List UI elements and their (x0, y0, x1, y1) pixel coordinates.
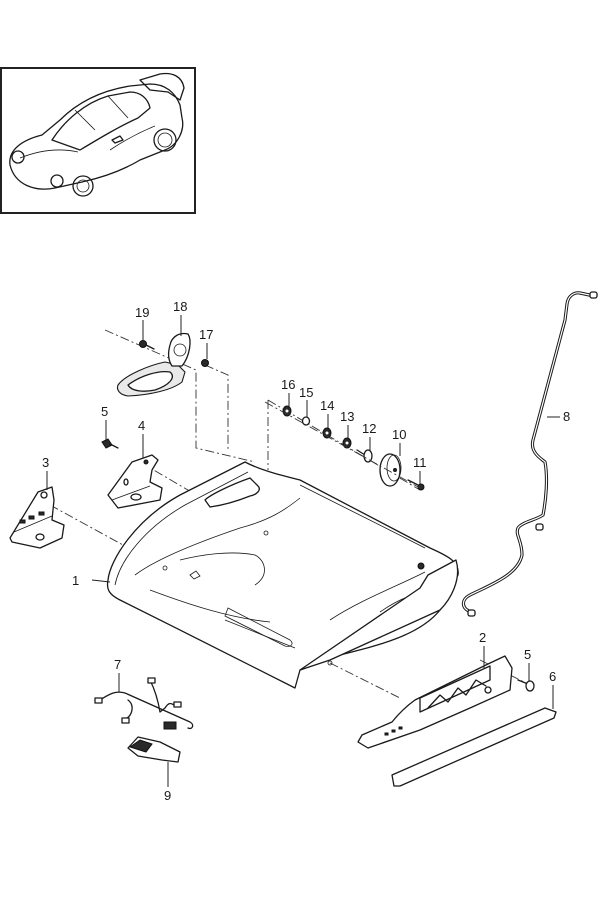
wiring-harness[interactable] (94, 677, 194, 730)
callout-16[interactable]: 16 (281, 377, 295, 392)
callout-12[interactable]: 12 (362, 421, 376, 436)
callout-5b[interactable]: 5 (524, 647, 531, 662)
callout-5a[interactable]: 5 (101, 404, 108, 419)
axis-line (264, 401, 421, 489)
car-outline-icon (9, 72, 185, 197)
pin-12[interactable] (356, 449, 373, 463)
callout-4[interactable]: 4 (138, 418, 145, 433)
screw-11[interactable] (407, 479, 425, 491)
trim-strip[interactable] (391, 707, 557, 787)
washer-13[interactable] (342, 437, 352, 449)
callout-15[interactable]: 15 (299, 385, 313, 400)
callout-13[interactable]: 13 (340, 409, 354, 424)
bolt-right[interactable] (517, 679, 535, 692)
bolt-left[interactable] (101, 438, 119, 449)
spacer-15[interactable] (301, 416, 311, 426)
callout-3[interactable]: 3 (42, 455, 49, 470)
callout-18[interactable]: 18 (173, 299, 187, 314)
seat-shell[interactable] (106, 461, 459, 689)
adjustment-wheel[interactable] (379, 453, 402, 487)
screw-top[interactable] (139, 340, 155, 350)
callout-8[interactable]: 8 (563, 409, 570, 424)
callout-6[interactable]: 6 (549, 669, 556, 684)
trim-cover[interactable] (116, 332, 191, 397)
connector[interactable] (127, 736, 181, 763)
callout-14[interactable]: 14 (320, 398, 334, 413)
callout-labels: 1 2 3 4 5 5 6 7 8 9 10 11 12 13 14 15 16… (42, 299, 570, 803)
seat-rail-bracket[interactable] (357, 655, 513, 749)
callout-11[interactable]: 11 (413, 455, 427, 470)
callout-19[interactable]: 19 (135, 305, 149, 320)
cable-8[interactable] (461, 291, 598, 617)
callout-2[interactable]: 2 (479, 630, 486, 645)
callout-1[interactable]: 1 (72, 573, 79, 588)
leader-lines (46, 315, 560, 787)
callout-17[interactable]: 17 (199, 327, 213, 342)
vehicle-thumbnail[interactable] (0, 67, 196, 214)
clip[interactable] (201, 359, 209, 367)
bracket-left-front[interactable] (9, 486, 65, 549)
callout-7[interactable]: 7 (114, 657, 121, 672)
callout-9[interactable]: 9 (164, 788, 171, 803)
callout-10[interactable]: 10 (392, 427, 406, 442)
bracket-left-rear[interactable] (107, 454, 163, 509)
